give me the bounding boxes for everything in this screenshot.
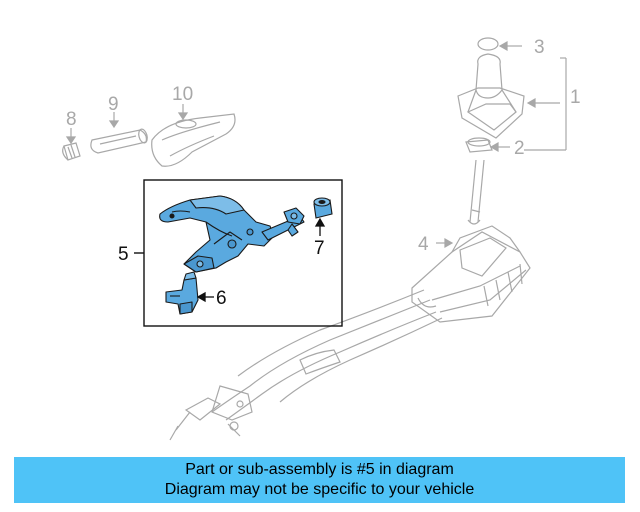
grip-sleeve-part-9 <box>90 128 148 154</box>
callout-2: 2 <box>514 138 525 159</box>
callout-1: 1 <box>570 87 581 108</box>
shifter-base-part-4 <box>411 225 531 323</box>
shift-bracket-part-5[interactable] <box>159 195 305 273</box>
ghost-leaders-top-left <box>65 104 189 145</box>
part-5-frame <box>143 179 343 327</box>
sensor-part-6[interactable] <box>165 271 199 315</box>
callout-8: 8 <box>66 109 77 130</box>
callout-5[interactable]: 5 <box>118 244 129 265</box>
shift-lever-rod <box>467 159 485 225</box>
shift-cables <box>169 289 443 441</box>
info-banner: Part or sub-assembly is #5 in diagram Di… <box>14 457 625 503</box>
boot-part-10 <box>151 113 236 167</box>
banner-line-part-number: Part or sub-assembly is #5 in diagram <box>185 461 454 478</box>
ghost-leaders-right <box>436 40 567 249</box>
bushing-part-7[interactable] <box>313 197 333 219</box>
callout-9: 9 <box>108 94 119 115</box>
callout-6[interactable]: 6 <box>216 288 227 309</box>
callout-10: 10 <box>172 84 193 105</box>
callout-7[interactable]: 7 <box>314 238 325 259</box>
knob-cap-part-8 <box>62 142 81 161</box>
shift-knob-boot-part-1 <box>457 37 525 139</box>
callout-3: 3 <box>534 37 545 58</box>
retainer-ring-part-2 <box>465 137 493 153</box>
banner-line-disclaimer: Diagram may not be specific to your vehi… <box>164 481 475 498</box>
callout-7-leader <box>314 217 326 236</box>
callout-4: 4 <box>418 234 429 255</box>
callout-6-leader <box>196 291 214 303</box>
